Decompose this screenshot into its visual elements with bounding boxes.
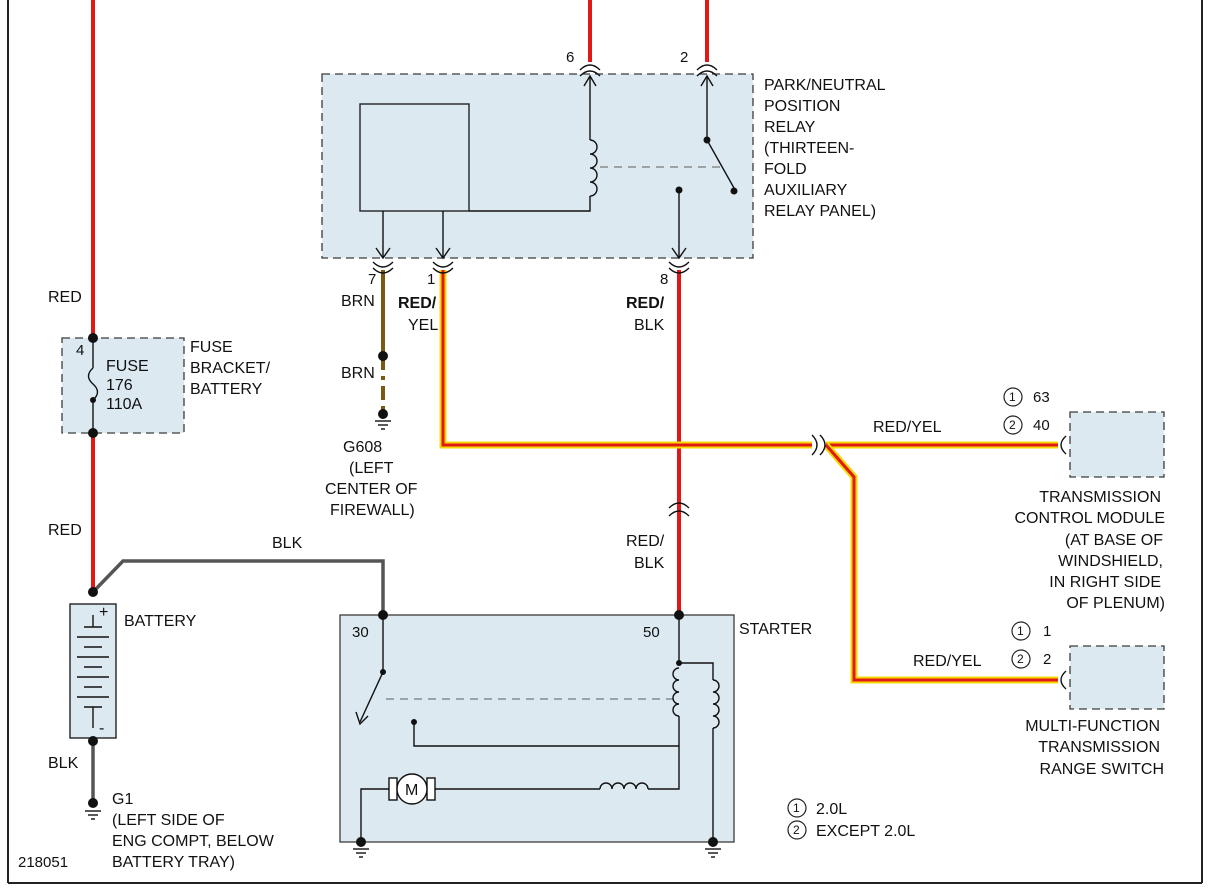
wire-label-blk-starter: BLK bbox=[272, 535, 303, 552]
switch-label-2: TRANSMISSION bbox=[1038, 739, 1160, 756]
tcm-label-4: WINDSHIELD, bbox=[1058, 553, 1163, 570]
g608-label-3: CENTER OF bbox=[325, 481, 418, 498]
legend-text-1: 2.0L bbox=[816, 801, 847, 818]
relay-label-2: POSITION bbox=[764, 98, 840, 115]
tcm-label-5: IN RIGHT SIDE bbox=[1049, 574, 1161, 591]
fuse-location-3: BATTERY bbox=[190, 381, 263, 398]
battery-plus: + bbox=[99, 604, 108, 621]
relay-label-3: RELAY bbox=[764, 119, 816, 136]
wire-label-red-blk-starter-1: RED/ bbox=[626, 533, 665, 550]
tcm-label-3: (AT BASE OF bbox=[1065, 532, 1163, 549]
tcm-circ-1: 1 bbox=[1009, 390, 1016, 404]
wire-label-brn-upper: BRN bbox=[341, 293, 375, 310]
battery-symbol bbox=[69, 603, 117, 739]
relay-internals bbox=[375, 74, 738, 260]
switch-pin-2: 2 bbox=[1043, 651, 1051, 668]
legend-text-2: EXCEPT 2.0L bbox=[816, 823, 915, 840]
legend-circ-1: 1 bbox=[793, 801, 800, 815]
g608-label-4: FIREWALL) bbox=[330, 502, 415, 519]
wire-label-red-upper: RED bbox=[48, 289, 82, 306]
starter-pin-50: 50 bbox=[643, 624, 660, 641]
wire-label-blk-ground: BLK bbox=[48, 755, 79, 772]
fuse-location-2: BRACKET/ bbox=[190, 360, 271, 377]
g608-label-1: G608 bbox=[343, 439, 382, 456]
wire-label-red-yel-switch: RED/YEL bbox=[913, 653, 982, 670]
figure-id: 218051 bbox=[18, 854, 68, 871]
wire-label-red-yel-tcm: RED/YEL bbox=[873, 419, 942, 436]
g1-label-3: ENG COMPT, BELOW bbox=[112, 833, 275, 850]
relay-pin-2: 2 bbox=[680, 49, 688, 66]
wire-label-red-yel-relay-2: YEL bbox=[408, 317, 438, 334]
switch-circ-2: 2 bbox=[1017, 652, 1024, 666]
relay-pin-6: 6 bbox=[566, 49, 574, 66]
fuse-label-1: FUSE bbox=[106, 358, 149, 375]
battery-label: BATTERY bbox=[124, 613, 197, 630]
relay-label-1: PARK/NEUTRAL bbox=[764, 77, 886, 94]
wire-label-red-blk-relay-1: RED/ bbox=[626, 295, 665, 312]
wire-blk-battery-starter bbox=[91, 559, 385, 615]
starter-pin-30: 30 bbox=[352, 624, 369, 641]
starter-label: STARTER bbox=[739, 621, 812, 638]
starter-motor-label: M bbox=[405, 782, 418, 799]
fuse-label-2: 176 bbox=[106, 377, 133, 394]
tcm-box bbox=[1069, 411, 1165, 478]
ground-symbols bbox=[85, 351, 721, 858]
relay-label-5: FOLD bbox=[764, 161, 807, 178]
relay-label-6: AUXILIARY bbox=[764, 182, 848, 199]
switch-label-3: RANGE SWITCH bbox=[1040, 761, 1164, 778]
battery-minus: - bbox=[99, 720, 104, 737]
park-neutral-relay bbox=[321, 73, 754, 259]
switch-label-1: MULTI-FUNCTION bbox=[1025, 718, 1160, 735]
connector-symbols bbox=[372, 64, 1067, 690]
relay-label-7: RELAY PANEL) bbox=[764, 203, 876, 220]
fuse-element bbox=[87, 333, 99, 438]
wire-label-brn-lower: BRN bbox=[341, 365, 375, 382]
wire-label-red-blk-relay-2: BLK bbox=[634, 317, 665, 334]
wire-label-red-yel-relay-1: RED/ bbox=[398, 295, 437, 312]
tcm-circ-2: 2 bbox=[1009, 418, 1016, 432]
g1-label-1: G1 bbox=[112, 791, 133, 808]
starter-box bbox=[339, 614, 735, 843]
tcm-label-2: CONTROL MODULE bbox=[1014, 510, 1165, 527]
fuse-location-1: FUSE bbox=[190, 339, 233, 356]
tcm-label-6: OF PLENUM) bbox=[1066, 595, 1165, 612]
switch-circ-1: 1 bbox=[1017, 624, 1024, 638]
fuse-pin: 4 bbox=[76, 342, 84, 359]
relay-label-4: (THIRTEEN- bbox=[764, 140, 854, 157]
fuse-label-3: 110A bbox=[106, 396, 143, 413]
wire-red-yel bbox=[439, 270, 1058, 684]
g1-label-4: BATTERY TRAY) bbox=[112, 854, 235, 871]
relay-pin-7: 7 bbox=[368, 271, 376, 288]
tcm-pin-40: 40 bbox=[1033, 417, 1050, 434]
tcm-label-1: TRANSMISSION bbox=[1039, 489, 1161, 506]
legend-circ-2: 2 bbox=[793, 823, 800, 837]
g1-label-2: (LEFT SIDE OF bbox=[112, 812, 225, 829]
starter-internals bbox=[355, 610, 720, 847]
wire-label-red-lower: RED bbox=[48, 522, 82, 539]
circled-number-markers bbox=[787, 387, 1031, 840]
relay-pin-8: 8 bbox=[660, 271, 668, 288]
fuse-bracket-box bbox=[61, 337, 185, 434]
range-switch-box bbox=[1069, 645, 1165, 710]
g608-label-2: (LEFT bbox=[349, 460, 394, 477]
relay-pin-1: 1 bbox=[427, 271, 435, 288]
wire-label-red-blk-starter-2: BLK bbox=[634, 555, 665, 572]
switch-pin-1: 1 bbox=[1043, 623, 1051, 640]
tcm-pin-63: 63 bbox=[1033, 389, 1050, 406]
